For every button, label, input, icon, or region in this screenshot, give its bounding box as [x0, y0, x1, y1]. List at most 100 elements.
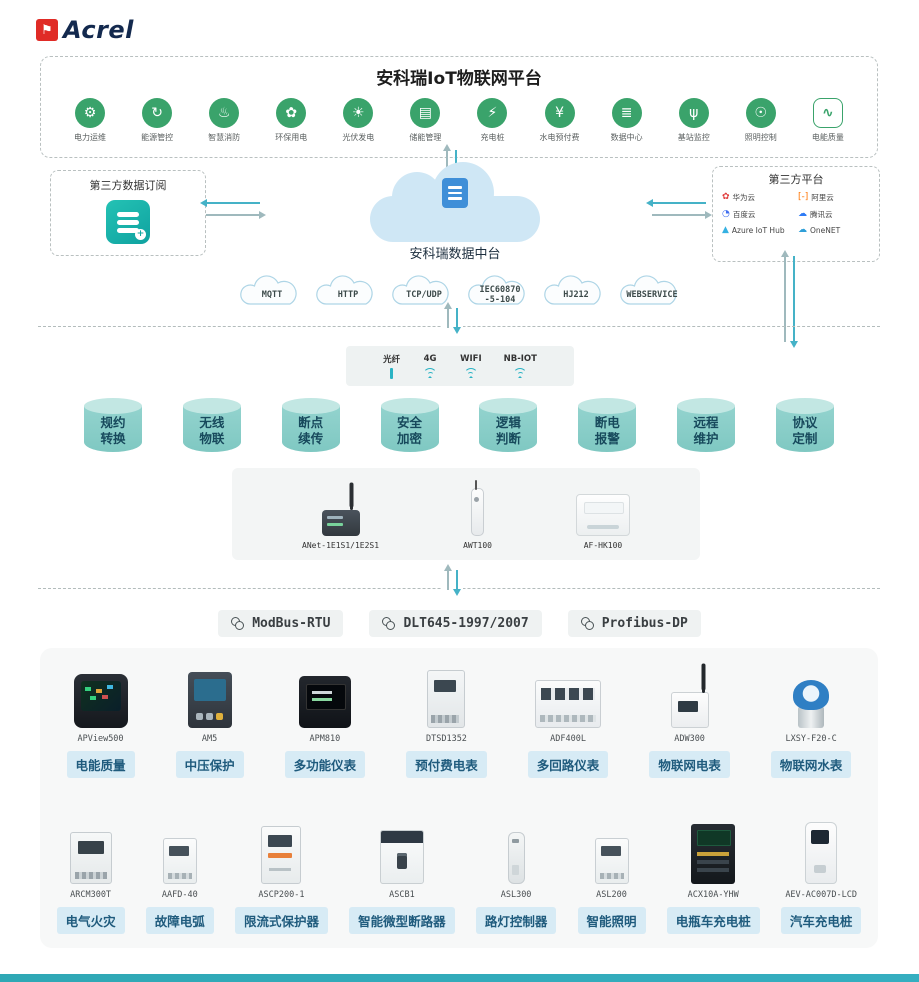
app-label: 充电桩	[480, 133, 505, 142]
link-icon	[231, 617, 245, 630]
gateway-box: ANet-1E1S1/1E2S1 AWT100 AF-HK100	[232, 468, 700, 560]
leftright-arrows	[646, 199, 712, 219]
platform-item: [-] 阿里云	[798, 192, 870, 203]
gateway-item: AWT100	[463, 474, 492, 550]
app-item: ψ 基站监控	[663, 98, 725, 143]
feature-cylinder: 协议 定制	[775, 398, 834, 458]
product-image	[187, 672, 232, 728]
feature-cylinder: 远程 维护	[677, 398, 736, 458]
product-category-chip: 电能质量	[66, 751, 135, 778]
app-label: 电能质量	[811, 133, 844, 142]
products-box: APView500 电能质量 AM5 中压保护 APM810	[40, 648, 878, 948]
app-item: ≣ 数据中心	[596, 98, 658, 143]
feature-label: 断点 续传	[298, 415, 324, 446]
app-icon: ⚙	[75, 98, 105, 128]
protocol-cloud: MQTT	[236, 274, 308, 312]
product-item: APView500 电能质量	[66, 666, 135, 778]
platform-grid: ✿ 华为云 [-] 阿里云 ◔ 百度云 ☁ 腾讯云	[722, 192, 870, 236]
feature-label: 安全 加密	[397, 415, 423, 446]
cylinder-top	[281, 398, 340, 414]
platform-name: 阿里云	[811, 193, 834, 202]
right-arrow-icon	[652, 211, 712, 219]
product-item: ARCM300T 电气火灾	[56, 822, 125, 934]
cloud-outline-icon	[544, 275, 601, 305]
app-label: 水电预付费	[539, 133, 580, 142]
product-model: AAFD-40	[161, 890, 198, 900]
product-item: ADF400L 多回路仪表	[527, 666, 609, 778]
connectivity-label: 光纤	[383, 355, 401, 365]
app-icon: ☉	[745, 98, 776, 128]
cloud-label: 安科瑞数据中台	[409, 247, 501, 262]
connectivity-item: WIFI	[460, 354, 482, 378]
third-party-subscribe-box: 第三方数据订阅 +	[50, 170, 206, 256]
updown-arrow	[442, 302, 463, 334]
protocol-cloud-row: MQTT HTTP TCP/UDP IEC60870-5-104	[236, 274, 688, 312]
bus-protocol-chip: Profibus-DP	[567, 610, 701, 637]
gateway-item: ANet-1E1S1/1E2S1	[302, 474, 379, 550]
cloud-vendor-icon: ☁	[798, 209, 807, 219]
product-model: ASL200	[596, 890, 627, 900]
feature-cylinder: 断点 续传	[281, 398, 340, 458]
up-arrow-icon	[781, 250, 789, 342]
feature-label: 断电 报警	[594, 415, 620, 446]
protocol-cloud: HJ212	[540, 274, 612, 312]
app-icon: ⚡	[477, 98, 508, 128]
cloud-outline-icon	[316, 275, 373, 305]
app-label: 光伏发电	[342, 133, 375, 142]
app-icon: ¥	[544, 98, 575, 128]
footer-accent-bar	[0, 974, 919, 982]
product-category-chip: 中压保护	[175, 751, 244, 778]
subscribe-title: 第三方数据订阅	[89, 179, 167, 192]
bus-protocol-row: ModBus-RTU DLT645-1997/2007 Profibus-DP	[0, 610, 919, 637]
gateway-model: AF-HK100	[583, 541, 623, 550]
up-arrow-icon	[443, 144, 451, 170]
app-label: 照明控制	[744, 133, 777, 142]
signal-icon	[462, 367, 479, 378]
link-icon	[580, 617, 594, 630]
app-label: 环保用电	[275, 133, 308, 142]
connectivity-bar: 光纤 4G WIFI NB-IOT	[346, 346, 574, 386]
cylinder-top	[775, 398, 834, 414]
up-arrow-icon	[444, 564, 452, 590]
connectivity-label: NB-IOT	[503, 354, 537, 364]
product-model: DTSD1352	[425, 734, 467, 744]
feature-cylinder: 断电 报警	[578, 398, 637, 458]
app-label: 能源管控	[141, 133, 174, 142]
product-image	[535, 680, 602, 728]
database-add-icon: +	[106, 200, 150, 244]
product-image	[73, 674, 128, 728]
product-item: ASL200 智能照明	[577, 822, 646, 934]
platform-name: 华为云	[732, 193, 756, 202]
brand-name: Acrel	[63, 16, 134, 44]
cylinder-top	[677, 398, 736, 414]
feature-row: 规约 转换 无线 物联 断点 续传	[40, 398, 878, 458]
cylinder-top	[84, 398, 142, 414]
gateway-device-image	[575, 494, 630, 536]
app-icon: ≣	[611, 98, 642, 128]
product-model: LXSY-F20-C	[785, 734, 837, 744]
brand-logo: ⚑ Acrel	[36, 16, 134, 44]
bus-protocol-chip: ModBus-RTU	[218, 610, 344, 637]
feature-label: 规约 转换	[100, 415, 126, 446]
product-category-chip: 限流式保护器	[234, 907, 328, 934]
app-item: ∿ 电能质量	[797, 98, 859, 143]
gateway-item: AF-HK100	[575, 474, 630, 550]
cylinder-top	[380, 398, 439, 414]
protocol-cloud: HTTP	[312, 274, 384, 312]
product-category-chip: 智能微型断路器	[349, 907, 455, 934]
product-image	[379, 830, 424, 884]
product-image	[427, 670, 466, 728]
app-icon: ✿	[276, 98, 307, 128]
third-party-platform-box: 第三方平台 ✿ 华为云 [-] 阿里云 ◔ 百度云 ☁	[712, 166, 880, 262]
signal-icon	[422, 367, 439, 378]
updown-arrow	[442, 564, 463, 596]
iot-platform-box: 安科瑞IoT物联网平台 ⚙ 电力运维 ↻ 能源管控 ♨ 智慧消防	[40, 56, 878, 158]
product-category-chip: 电瓶车充电桩	[666, 907, 760, 934]
feature-label: 无线 物联	[199, 415, 225, 446]
signal-icon	[512, 367, 529, 378]
platform-title: 安科瑞IoT物联网平台	[376, 69, 542, 89]
app-icon: ▤	[410, 98, 441, 128]
product-image	[594, 838, 629, 884]
right-arrow-icon	[206, 211, 266, 219]
app-icon: ∿	[812, 98, 843, 128]
